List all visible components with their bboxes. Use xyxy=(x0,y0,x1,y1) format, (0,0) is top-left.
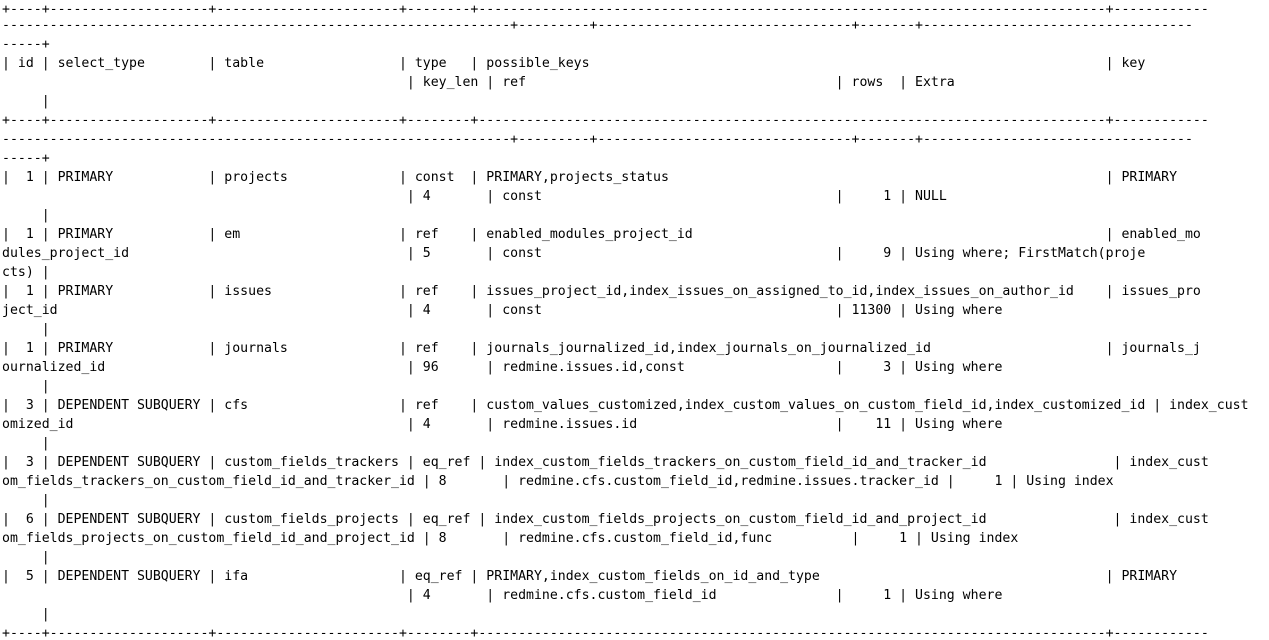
output-line: +----+--------------------+-------------… xyxy=(2,2,1209,17)
output-line: -----+ xyxy=(2,151,50,166)
output-line: | xyxy=(2,436,50,451)
output-line: dules_project_id | 5 | const | 9 | Using… xyxy=(2,246,1146,261)
output-line: | 1 | PRIMARY | journals | ref | journal… xyxy=(2,341,1201,356)
output-line: | 1 | PRIMARY | projects | const | PRIMA… xyxy=(2,170,1178,185)
output-line: | key_len | ref | rows | Extra xyxy=(2,75,955,90)
output-line: | 4 | const | 1 | NULL xyxy=(2,189,947,204)
output-line: om_fields_trackers_on_custom_field_id_an… xyxy=(2,474,1114,489)
output-line: | 6 | DEPENDENT SUBQUERY | custom_fields… xyxy=(2,512,1209,527)
output-line: | xyxy=(2,493,50,508)
output-line: | xyxy=(2,208,50,223)
output-line: | xyxy=(2,379,50,394)
output-line: | 3 | DEPENDENT SUBQUERY | cfs | ref | c… xyxy=(2,398,1249,413)
output-line: ----------------------------------------… xyxy=(2,18,1193,33)
output-line: | id | select_type | table | type | poss… xyxy=(2,56,1146,71)
output-line: | 1 | PRIMARY | em | ref | enabled_modul… xyxy=(2,227,1201,242)
output-line: +----+--------------------+-------------… xyxy=(2,626,1209,640)
output-line: cts) | xyxy=(2,265,50,280)
output-line: | 1 | PRIMARY | issues | ref | issues_pr… xyxy=(2,284,1201,299)
output-line: | xyxy=(2,322,50,337)
output-line: om_fields_projects_on_custom_field_id_an… xyxy=(2,531,1019,546)
output-line: ournalized_id | 96 | redmine.issues.id,c… xyxy=(2,360,1003,375)
output-line: | xyxy=(2,607,50,622)
output-line: -----+ xyxy=(2,37,50,52)
output-line: omized_id | 4 | redmine.issues.id | 11 |… xyxy=(2,417,1003,432)
output-line: | xyxy=(2,94,50,109)
output-line: ----------------------------------------… xyxy=(2,132,1193,147)
output-line: | 4 | redmine.cfs.custom_field_id | 1 | … xyxy=(2,588,1003,603)
output-line: | 3 | DEPENDENT SUBQUERY | custom_fields… xyxy=(2,455,1209,470)
output-line: | xyxy=(2,550,50,565)
output-line: | 5 | DEPENDENT SUBQUERY | ifa | eq_ref … xyxy=(2,569,1178,584)
output-line: +----+--------------------+-------------… xyxy=(2,113,1209,128)
output-line: ject_id | 4 | const | 11300 | Using wher… xyxy=(2,303,1003,318)
